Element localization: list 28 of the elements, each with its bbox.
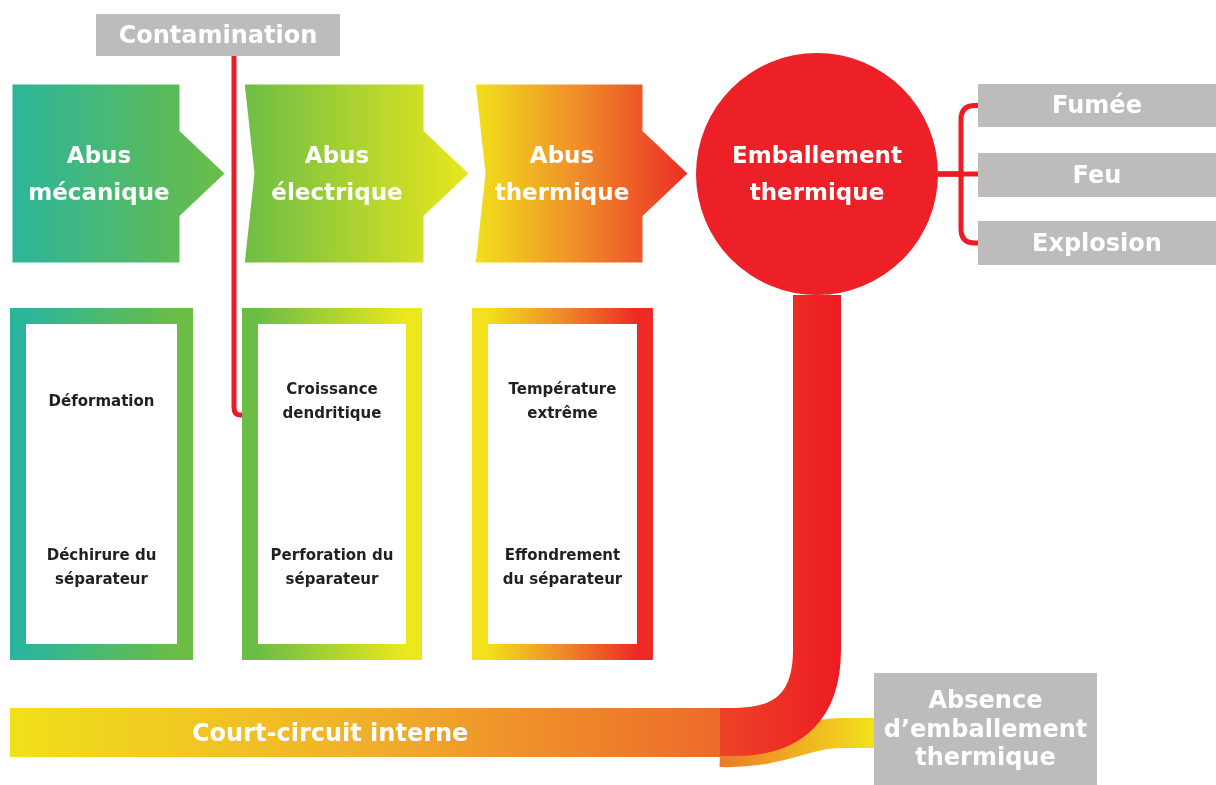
chevron-label: Abus électrique [270,140,404,207]
outcome-box [874,673,1097,785]
cause-label: Effondrement du séparateur [501,545,624,590]
outcome-box [96,14,340,56]
outcome-box [978,84,1216,127]
cause-label: Déformation [48,390,155,412]
box-label: Fumée [1052,91,1142,120]
chevron-label: Abus thermique [493,140,631,207]
cause-label: Déchirure du séparateur [45,545,158,590]
band-shape [10,708,720,757]
connector-line [231,56,243,418]
box-label: Explosion [1032,228,1162,258]
connector-line [938,171,978,246]
outcome-box [978,221,1216,265]
box-label: Contamination [118,20,318,50]
event-circle [696,53,938,295]
flow-band [719,718,874,768]
box-label: Absence d’emballement thermique [882,685,1089,773]
cause-label: Croissance dendritique [281,379,383,424]
column-frame [10,308,193,660]
column-frame [472,308,653,660]
box-label: Feu [1072,160,1122,190]
cause-label: Température extrême [507,379,618,424]
cause-label: Perforation du séparateur [269,545,395,590]
band-label: Court-circuit interne [192,718,469,747]
column-frame [242,308,422,660]
outcome-box [978,153,1216,197]
circle-label: Emballement thermique [731,141,903,207]
